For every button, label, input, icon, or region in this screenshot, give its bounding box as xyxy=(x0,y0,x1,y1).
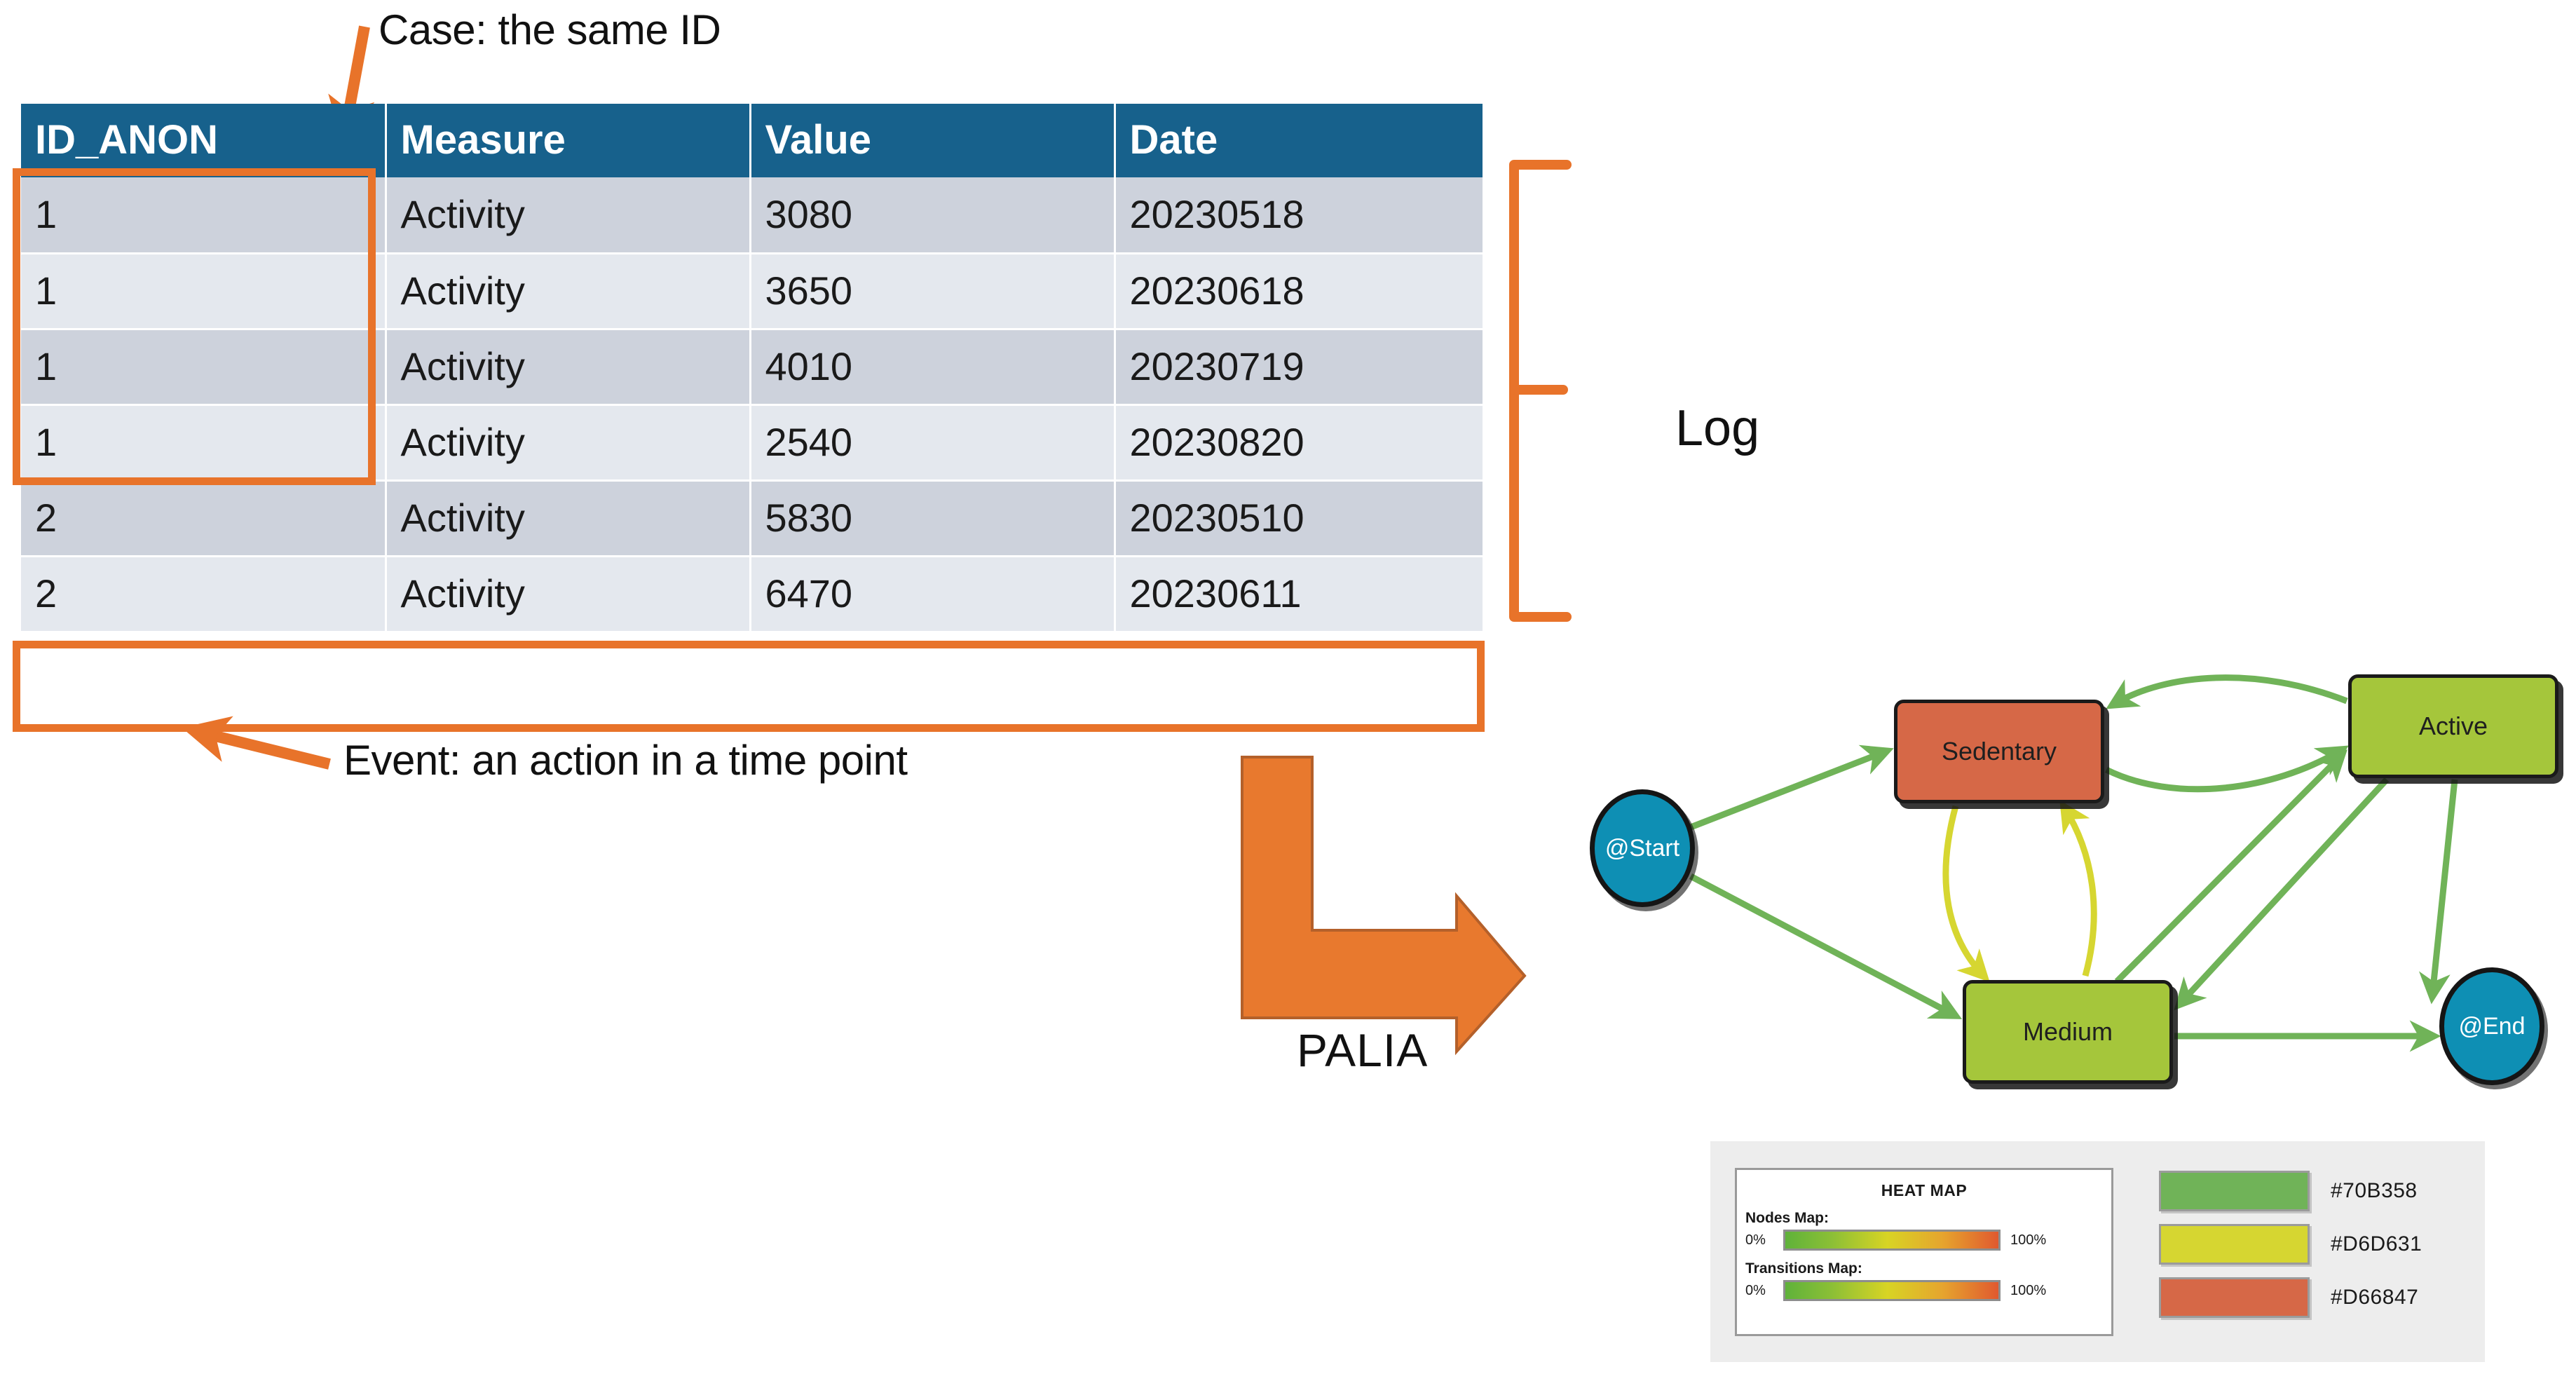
cell-date: 20230611 xyxy=(1115,556,1483,633)
transitions-map-gradient-bar xyxy=(1783,1280,2001,1301)
cell-id-anon: 1 xyxy=(21,253,387,330)
color-code-yellow: #D6D631 xyxy=(2331,1232,2422,1256)
event-callout-arrow xyxy=(182,716,331,770)
cell-date: 20230518 xyxy=(1115,177,1483,254)
nodes-map-gradient-bar xyxy=(1783,1230,2001,1251)
heatmap-title: HEAT MAP xyxy=(1881,1181,1968,1199)
graph-node-end[interactable]: @End xyxy=(2439,967,2544,1085)
cell-date: 20230719 xyxy=(1115,329,1483,406)
color-swatch-list: #70B358 #D6D631 #D66847 xyxy=(2159,1171,2422,1331)
log-bracket xyxy=(1509,160,1572,622)
transitions-map-group: Transitions Map: 0% 100% xyxy=(1745,1260,2111,1301)
cell-id-anon: 1 xyxy=(21,404,387,482)
edge-medium-active xyxy=(2114,749,2347,984)
table-row: 1 Activity 2540 20230820 xyxy=(21,404,1483,482)
cell-value: 3080 xyxy=(750,177,1116,254)
color-swatch-green xyxy=(2159,1171,2310,1211)
nodes-map-min: 0% xyxy=(1745,1232,1766,1248)
column-header-measure: Measure xyxy=(386,104,751,177)
table-row: 1 Activity 3080 20230518 xyxy=(21,177,1483,254)
graph-node-sedentary[interactable]: Sedentary xyxy=(1894,700,2104,803)
log-bracket-label: Log xyxy=(1675,400,1760,456)
transitions-map-max: 100% xyxy=(2010,1282,2047,1298)
column-header-date: Date xyxy=(1115,104,1483,177)
edge-start-sedentary xyxy=(1689,744,1894,831)
cell-id-anon: 1 xyxy=(21,177,387,254)
cell-value: 3650 xyxy=(750,253,1116,330)
cell-measure: Activity xyxy=(386,404,751,482)
cell-date: 20230618 xyxy=(1115,253,1483,330)
cell-id-anon: 2 xyxy=(21,480,387,557)
event-callout-label: Event: an action in a time point xyxy=(343,737,908,784)
edge-active-sedentary xyxy=(2106,674,2348,709)
cell-measure: Activity xyxy=(386,329,751,406)
swatch-row: #D66847 xyxy=(2159,1277,2422,1318)
table-row: 2 Activity 5830 20230510 xyxy=(21,480,1483,557)
cell-value: 6470 xyxy=(750,556,1116,633)
nodes-map-max: 100% xyxy=(2010,1232,2047,1248)
cell-measure: Activity xyxy=(386,177,751,254)
column-header-value: Value xyxy=(750,104,1116,177)
cell-value: 5830 xyxy=(750,480,1116,557)
case-callout-label: Case: the same ID xyxy=(379,6,721,53)
cell-date: 20230820 xyxy=(1115,404,1483,482)
palia-arrow xyxy=(1241,756,1527,1056)
cell-value: 4010 xyxy=(750,329,1116,406)
nodes-map-group: Nodes Map: 0% 100% xyxy=(1745,1210,2111,1251)
cell-id-anon: 1 xyxy=(21,329,387,406)
event-highlight-box xyxy=(13,641,1485,732)
table-row: 1 Activity 4010 20230719 xyxy=(21,329,1483,406)
edge-active-medium xyxy=(2174,777,2390,1011)
color-swatch-orange xyxy=(2159,1277,2310,1318)
swatch-row: #D6D631 xyxy=(2159,1224,2422,1265)
table-row: 1 Activity 3650 20230618 xyxy=(21,253,1483,330)
table-header-row: ID_ANON Measure Value Date xyxy=(21,104,1483,177)
cell-measure: Activity xyxy=(386,480,751,557)
cell-date: 20230510 xyxy=(1115,480,1483,557)
cell-value: 2540 xyxy=(750,404,1116,482)
graph-node-medium[interactable]: Medium xyxy=(1963,980,2173,1084)
color-code-orange: #D66847 xyxy=(2331,1286,2419,1309)
edge-medium-sedentary xyxy=(2059,800,2097,977)
nodes-map-scale: 0% 100% xyxy=(1745,1230,2111,1251)
heatmap-box: HEAT MAP Nodes Map: 0% 100% Transitions … xyxy=(1735,1168,2113,1336)
cell-measure: Activity xyxy=(386,556,751,633)
edge-start-medium xyxy=(1689,873,1963,1019)
color-code-green: #70B358 xyxy=(2331,1179,2418,1202)
graph-node-start[interactable]: @Start xyxy=(1590,789,1695,907)
edge-sedentary-active xyxy=(2105,745,2349,793)
edge-active-end xyxy=(2418,779,2458,1005)
transitions-map-scale: 0% 100% xyxy=(1745,1280,2111,1301)
graph-node-active[interactable]: Active xyxy=(2348,674,2558,778)
column-header-id-anon: ID_ANON xyxy=(21,104,387,177)
swatch-row: #70B358 xyxy=(2159,1171,2422,1211)
event-log-table: ID_ANON Measure Value Date 1 Activity 30… xyxy=(21,104,1483,633)
table-row: 2 Activity 6470 20230611 xyxy=(21,556,1483,633)
transitions-map-min: 0% xyxy=(1745,1282,1766,1298)
color-swatch-yellow xyxy=(2159,1224,2310,1265)
transitions-map-label: Transitions Map: xyxy=(1745,1260,1862,1277)
cell-id-anon: 2 xyxy=(21,556,387,633)
nodes-map-label: Nodes Map: xyxy=(1745,1210,1829,1226)
cell-measure: Activity xyxy=(386,253,751,330)
legend-panel: HEAT MAP Nodes Map: 0% 100% Transitions … xyxy=(1710,1141,2485,1362)
edge-sedentary-medium xyxy=(1942,805,1990,983)
palia-label: PALIA xyxy=(1297,1024,1429,1076)
